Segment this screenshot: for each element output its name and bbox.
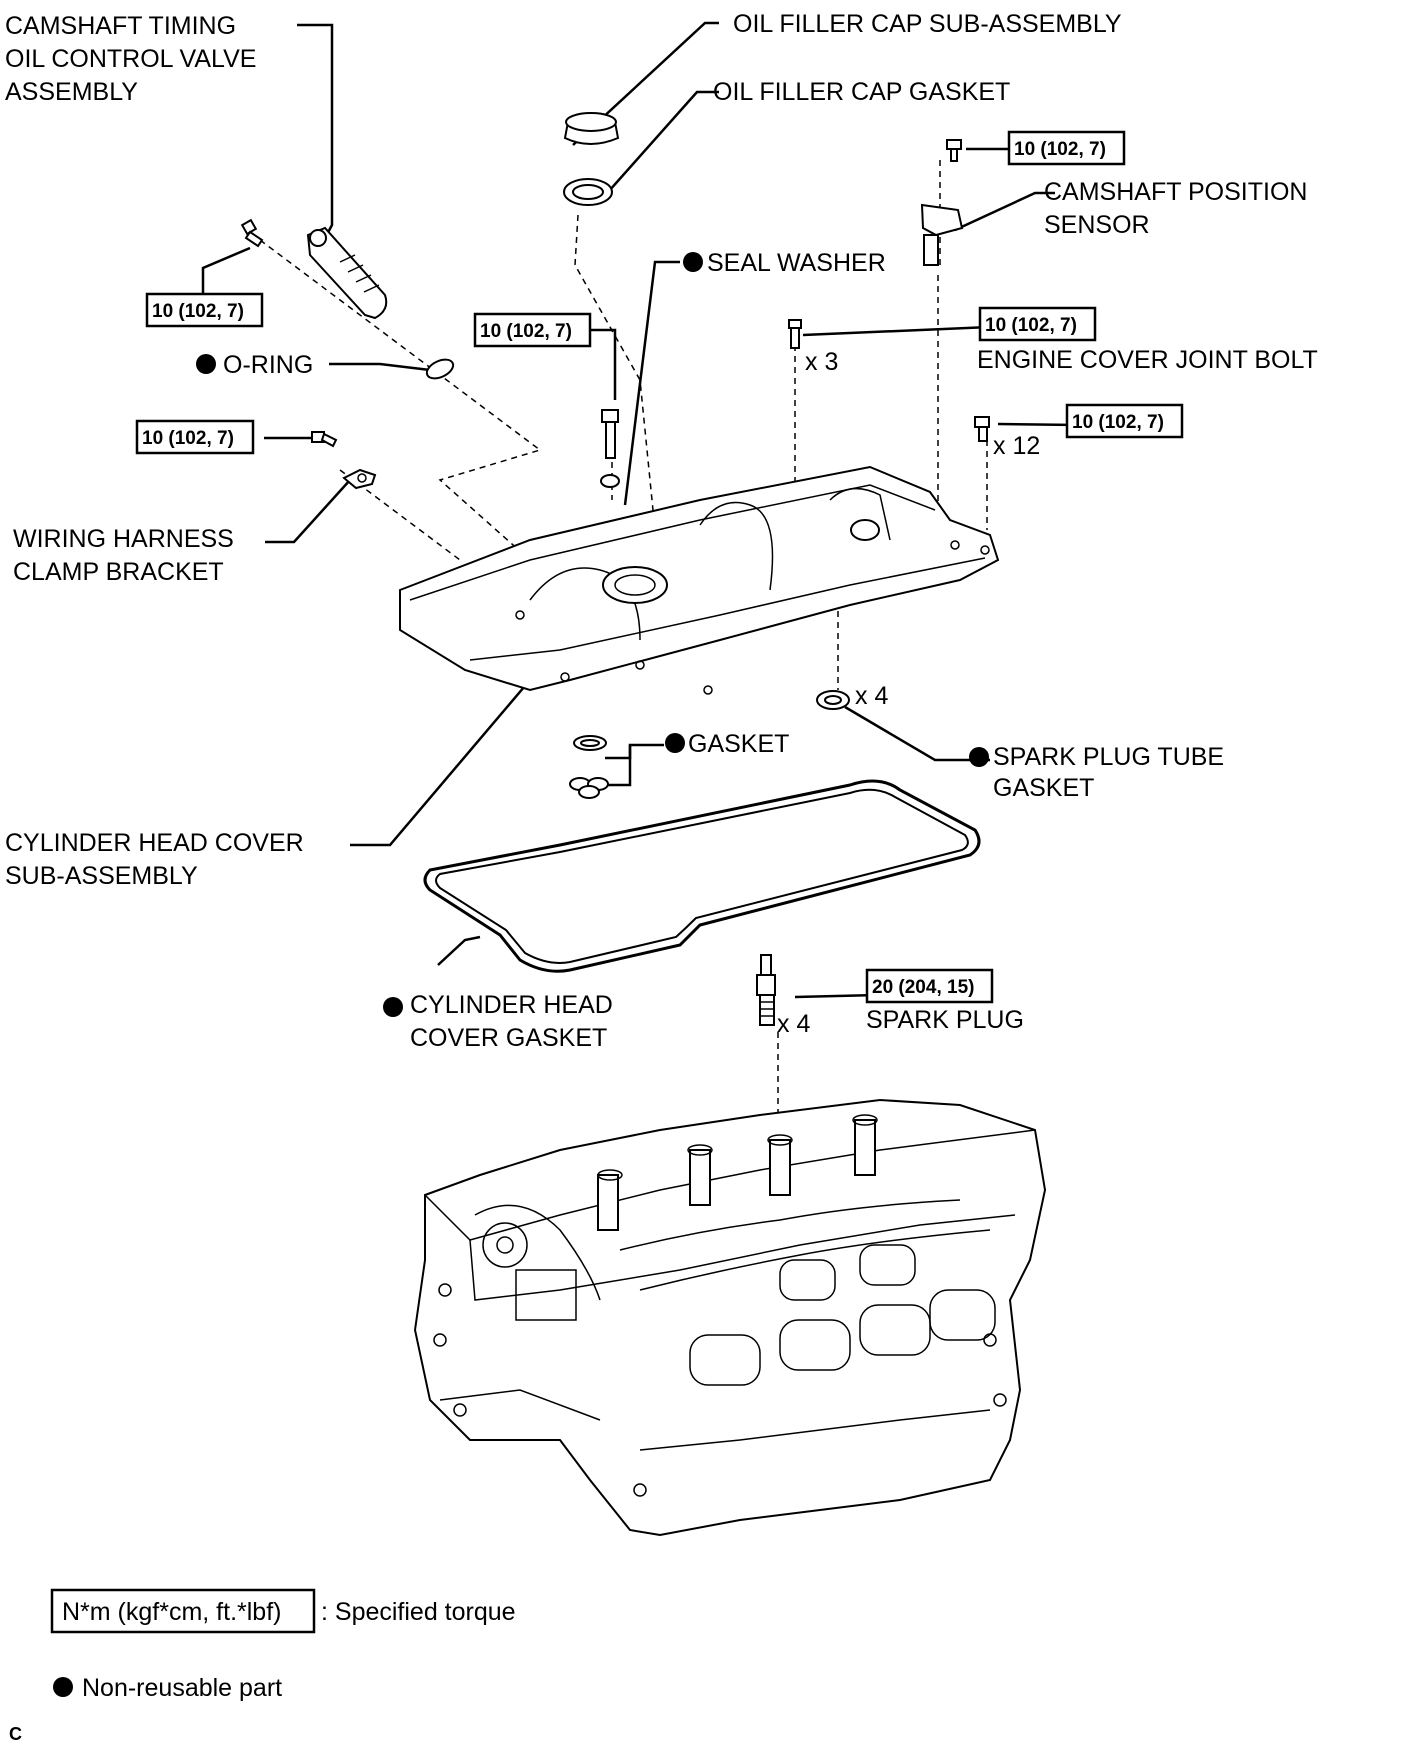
spark-plug-icon bbox=[756, 954, 776, 1026]
label-spark-plug: SPARK PLUG bbox=[866, 1006, 1024, 1034]
qty-cover-bolts: x 12 bbox=[993, 432, 1040, 460]
torque-spark-plug: 20 (204, 15) bbox=[872, 977, 974, 998]
legend-nonreusable-text: Non-reusable part bbox=[82, 1674, 282, 1702]
torque-seal-bolt: 10 (102, 7) bbox=[480, 321, 572, 342]
torque-cover-bolts: 10 (102, 7) bbox=[1072, 412, 1164, 433]
part-labels: CAMSHAFT TIMING OIL CONTROL VALVE ASSEMB… bbox=[5, 10, 1318, 1052]
nonreusable-bullet-o-ring bbox=[196, 354, 216, 374]
label-head-cover-line2: SUB-ASSEMBLY bbox=[5, 862, 198, 890]
gasket-icon bbox=[569, 735, 609, 799]
cylinder-head-cover-icon bbox=[399, 465, 1000, 695]
legend-nonreusable-bullet bbox=[53, 1677, 73, 1697]
label-engine-cover-joint-bolt: ENGINE COVER JOINT BOLT bbox=[977, 346, 1318, 374]
qty-spark-tube-gasket: x 4 bbox=[855, 682, 888, 710]
nonreusable-bullet-spark-tube-gasket bbox=[969, 747, 989, 767]
label-ocv-line1: CAMSHAFT TIMING bbox=[5, 12, 236, 40]
cover-bolt-icon bbox=[974, 416, 990, 442]
oil-filler-cap-gasket-icon bbox=[563, 178, 613, 206]
label-gasket: GASKET bbox=[688, 730, 789, 758]
label-head-cover-gasket-line2: COVER GASKET bbox=[410, 1024, 607, 1052]
o-ring-icon bbox=[425, 358, 455, 380]
label-spark-tube-gasket-line2: GASKET bbox=[993, 774, 1094, 802]
bracket-bolt-icon bbox=[311, 431, 338, 448]
corner-code: C bbox=[9, 1724, 22, 1744]
label-head-cover-gasket-line1: CYLINDER HEAD bbox=[410, 991, 613, 1019]
legend: N*m (kgf*cm, ft.*lbf) : Specified torque… bbox=[9, 1588, 516, 1744]
oil-filler-cap-icon bbox=[563, 112, 620, 145]
nonreusable-bullets bbox=[53, 252, 989, 1697]
torque-boxes: 10 (102, 7) 10 (102, 7) 10 (102, 7) 10 (… bbox=[135, 130, 1184, 1004]
label-spark-tube-gasket-line1: SPARK PLUG TUBE bbox=[993, 743, 1224, 771]
label-o-ring: O-RING bbox=[223, 351, 313, 379]
nonreusable-bullet-head-cover-gasket bbox=[383, 997, 403, 1017]
torque-joint-bolt: 10 (102, 7) bbox=[985, 315, 1077, 336]
cylinder-head-cover-gasket-icon bbox=[423, 779, 981, 973]
label-seal-washer: SEAL WASHER bbox=[707, 249, 886, 277]
nonreusable-bullet-seal-washer bbox=[683, 252, 703, 272]
label-oil-filler-cap: OIL FILLER CAP SUB-ASSEMBLY bbox=[733, 10, 1122, 38]
spark-tube-gasket-icon bbox=[816, 690, 850, 710]
label-harness-bracket-line2: CLAMP BRACKET bbox=[13, 558, 224, 586]
label-harness-bracket-line1: WIRING HARNESS bbox=[13, 525, 234, 553]
sensor-bolt-icon bbox=[946, 139, 962, 162]
label-ocv-line3: ASSEMBLY bbox=[5, 78, 138, 106]
leader-lines bbox=[201, 21, 1079, 999]
seal-washer-icon bbox=[600, 474, 620, 488]
nonreusable-bullet-gasket bbox=[665, 733, 685, 753]
label-ocv-line2: OIL CONTROL VALVE bbox=[5, 45, 256, 73]
qty-spark-plug: x 4 bbox=[777, 1010, 810, 1038]
label-head-cover-line1: CYLINDER HEAD COVER bbox=[5, 829, 304, 857]
torque-sensor-bolt: 10 (102, 7) bbox=[1014, 139, 1106, 160]
qty-joint-bolt: x 3 bbox=[805, 348, 838, 376]
joint-bolt-icon bbox=[788, 319, 802, 349]
torque-ocv-bolt: 10 (102, 7) bbox=[152, 301, 244, 322]
harness-bracket-icon bbox=[342, 468, 377, 490]
oil-control-valve-icon bbox=[306, 226, 388, 320]
label-oil-filler-cap-gasket: OIL FILLER CAP GASKET bbox=[713, 78, 1010, 106]
ocv-bolt-icon bbox=[240, 218, 264, 248]
cylinder-head-icon bbox=[413, 1098, 1047, 1537]
label-cam-sensor-line1: CAMSHAFT POSITION bbox=[1044, 178, 1307, 206]
legend-torque-text: : Specified torque bbox=[321, 1598, 516, 1626]
torque-bracket-bolt: 10 (102, 7) bbox=[142, 428, 234, 449]
label-cam-sensor-line2: SENSOR bbox=[1044, 211, 1150, 239]
seal-bolt-icon bbox=[601, 409, 619, 459]
camshaft-position-sensor-icon bbox=[920, 203, 964, 266]
legend-torque-box-text: N*m (kgf*cm, ft.*lbf) bbox=[62, 1598, 281, 1626]
